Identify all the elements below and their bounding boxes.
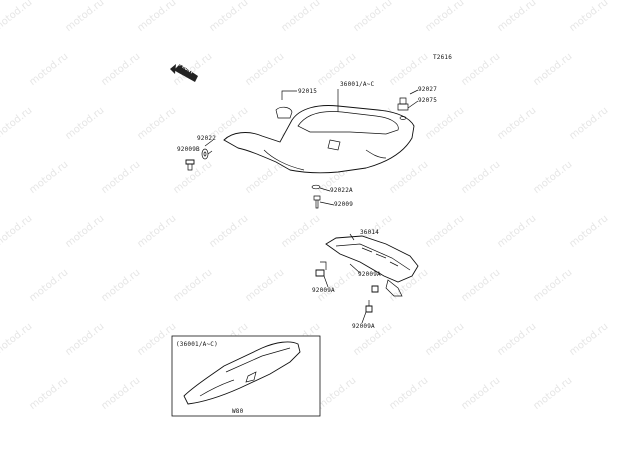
seat-cover-part [223,97,415,174]
callout-36014: 36014 [360,229,380,236]
leader-lines [204,89,419,324]
callout-92015: 92015 [298,88,318,95]
figure-code: T2616 [433,54,453,61]
fastener-92009A-1 [315,261,327,277]
callout-92009B: 92009B [177,146,200,153]
fastener-92009A-3 [365,300,373,313]
chain-cover-part [325,235,419,297]
callout-92022: 92022 [197,135,217,142]
fastener-92009B [185,159,195,171]
callout-92022A: 92022A [330,187,353,194]
fastener-92022 [201,148,209,160]
callout-92027: 92027 [418,86,438,93]
inset-caption: W80 [232,408,244,415]
callout-92075: 92075 [418,97,438,104]
inset-title: (36001/A~C) [176,341,218,348]
callout-92009A-3: 92009A [352,323,375,330]
fastener-92009 [313,195,321,209]
front-arrow-icon [170,64,198,82]
inset-box [171,335,321,417]
fastener-92022A [311,184,321,190]
callout-92009A-1: 92009A [358,271,381,278]
callout-92009: 92009 [334,201,354,208]
fastener-92009A-2 [371,285,379,293]
callout-92009A-2: 92009A [312,287,335,294]
callout-36001: 36001/A~C [340,81,375,88]
